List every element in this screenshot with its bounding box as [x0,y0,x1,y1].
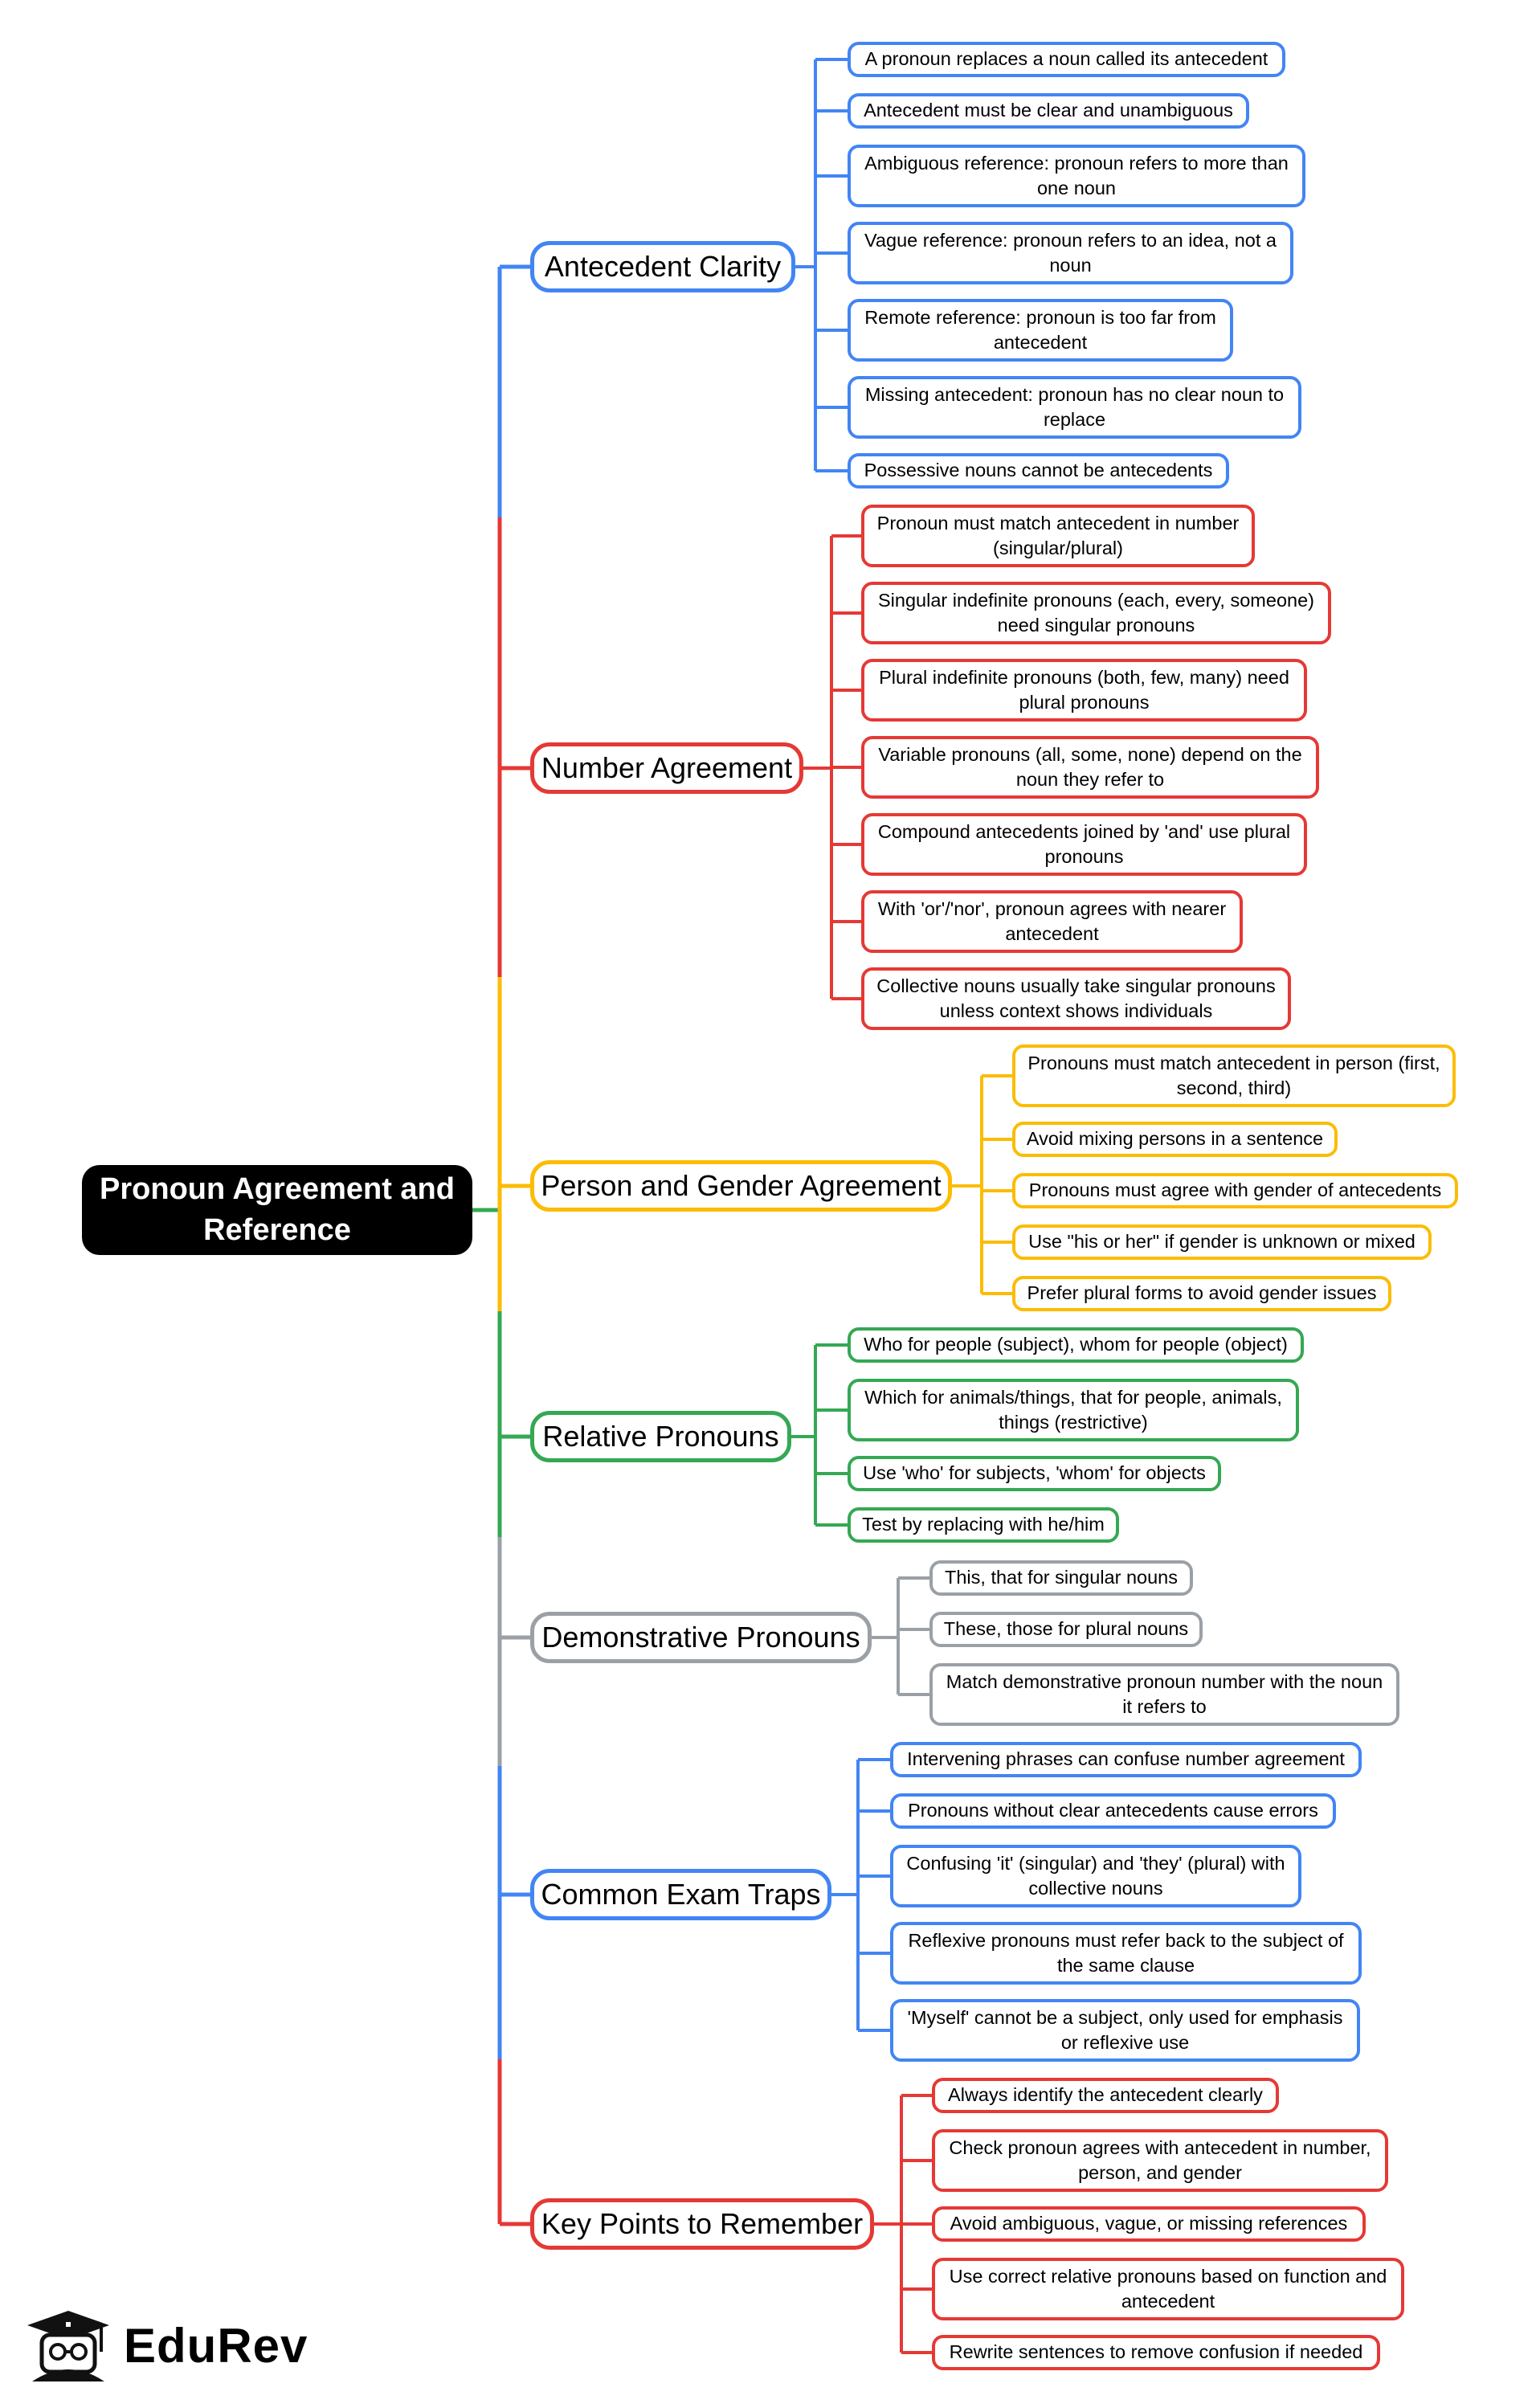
leaf-text: Always identify the antecedent clearly [948,2084,1263,2106]
leaf-node: Pronouns without clear antecedents cause… [890,1793,1336,1829]
leaf-text: Vague reference: pronoun refers to an id… [864,229,1277,276]
branch-label: Antecedent Clarity [544,250,782,283]
leaf-node: Who for people (subject), whom for peopl… [848,1327,1304,1363]
leaf-text: Check pronoun agrees with antecedent in … [949,2136,1371,2183]
leaf-node: Missing antecedent: pronoun has no clear… [848,376,1301,439]
leaf-node: Which for animals/things, that for peopl… [848,1379,1299,1441]
leaf-text: 'Myself' cannot be a subject, only used … [907,2006,1343,2053]
branch-antecedent-clarity: Antecedent Clarity [530,241,795,292]
leaf-node: Singular indefinite pronouns (each, ever… [861,582,1331,644]
leaf-text: With 'or'/'nor', pronoun agrees with nea… [877,897,1227,944]
leaf-node: Always identify the antecedent clearly [932,2078,1279,2113]
branch-key-points-to-remember: Key Points to Remember [530,2198,874,2250]
leaf-node: With 'or'/'nor', pronoun agrees with nea… [861,890,1243,953]
branch-demonstrative-pronouns: Demonstrative Pronouns [530,1612,872,1663]
root-title: Pronoun Agreement and Reference [100,1171,455,1247]
leaf-text: Prefer plural forms to avoid gender issu… [1027,1282,1377,1304]
leaf-text: Variable pronouns (all, some, none) depe… [878,743,1302,790]
leaf-text: Singular indefinite pronouns (each, ever… [878,589,1314,636]
leaf-node: Use 'who' for subjects, 'whom' for objec… [848,1456,1221,1491]
leaf-text: Rewrite sentences to remove confusion if… [949,2341,1363,2363]
leaf-node: 'Myself' cannot be a subject, only used … [890,1999,1360,2062]
edurev-logo: EduRev [24,2308,308,2384]
leaf-text: Match demonstrative pronoun number with … [946,1670,1383,1717]
leaf-node: Use correct relative pronouns based on f… [932,2258,1404,2320]
leaf-text: Reflexive pronouns must refer back to th… [908,1929,1344,1976]
leaf-node: Compound antecedents joined by 'and' use… [861,813,1307,876]
branch-label: Demonstrative Pronouns [541,1621,860,1654]
leaf-node: Use "his or her" if gender is unknown or… [1012,1224,1432,1260]
leaf-text: Pronouns must match antecedent in person… [1027,1052,1440,1098]
leaf-node: Prefer plural forms to avoid gender issu… [1012,1276,1391,1311]
leaf-node: Intervening phrases can confuse number a… [890,1742,1362,1777]
leaf-text: Use 'who' for subjects, 'whom' for objec… [863,1462,1206,1484]
branch-label: Relative Pronouns [542,1420,779,1453]
leaf-node: These, those for plural nouns [929,1612,1203,1647]
leaf-text: Avoid ambiguous, vague, or missing refer… [950,2213,1348,2234]
leaf-text: Pronouns without clear antecedents cause… [908,1800,1318,1821]
branch-label: Common Exam Traps [541,1878,821,1911]
leaf-text: Possessive nouns cannot be antecedents [864,460,1213,481]
leaf-text: Who for people (subject), whom for peopl… [864,1334,1288,1355]
leaf-node: Antecedent must be clear and unambiguous [848,93,1249,129]
leaf-node: Reflexive pronouns must refer back to th… [890,1922,1362,1985]
leaf-node: Confusing 'it' (singular) and 'they' (pl… [890,1845,1301,1907]
leaf-node: Test by replacing with he/him [848,1507,1119,1543]
root-node: Pronoun Agreement and Reference [82,1165,472,1255]
branch-label: Number Agreement [541,751,793,784]
leaf-node: Pronouns must match antecedent in person… [1012,1045,1456,1107]
leaf-text: Use "his or her" if gender is unknown or… [1028,1231,1415,1253]
leaf-node: Vague reference: pronoun refers to an id… [848,222,1293,284]
leaf-node: Remote reference: pronoun is too far fro… [848,299,1233,362]
leaf-text: Pronouns must agree with gender of antec… [1028,1179,1442,1201]
leaf-text: Intervening phrases can confuse number a… [907,1748,1345,1770]
leaf-text: Plural indefinite pronouns (both, few, m… [879,666,1289,713]
branch-number-agreement: Number Agreement [530,742,803,794]
leaf-node: Variable pronouns (all, some, none) depe… [861,736,1319,799]
leaf-node: Match demonstrative pronoun number with … [929,1663,1399,1726]
leaf-text: A pronoun replaces a noun called its ant… [864,48,1268,70]
leaf-node: Collective nouns usually take singular p… [861,967,1291,1030]
leaf-text: Use correct relative pronouns based on f… [949,2265,1387,2312]
leaf-text: These, those for plural nouns [943,1618,1189,1640]
leaf-text: Test by replacing with he/him [862,1514,1105,1535]
leaf-node: Pronouns must agree with gender of antec… [1012,1173,1458,1208]
branch-person-and-gender-agreement: Person and Gender Agreement [530,1160,952,1212]
leaf-text: Pronoun must match antecedent in number … [876,512,1240,558]
leaf-text: Missing antecedent: pronoun has no clear… [864,383,1285,430]
leaf-node: Pronoun must match antecedent in number … [861,505,1255,567]
leaf-node: Possessive nouns cannot be antecedents [848,453,1229,489]
branch-common-exam-traps: Common Exam Traps [530,1869,831,1920]
branch-relative-pronouns: Relative Pronouns [530,1411,791,1462]
leaf-text: This, that for singular nouns [945,1567,1178,1588]
leaf-node: A pronoun replaces a noun called its ant… [848,42,1285,77]
leaf-text: Ambiguous reference: pronoun refers to m… [864,152,1289,198]
logo-text: EduRev [124,2319,308,2373]
leaf-node: Plural indefinite pronouns (both, few, m… [861,659,1307,722]
leaf-node: Check pronoun agrees with antecedent in … [932,2129,1388,2192]
branch-label: Person and Gender Agreement [541,1169,942,1202]
graduation-cap-student-icon [27,2311,109,2381]
leaf-node: Ambiguous reference: pronoun refers to m… [848,145,1305,207]
leaf-text: Confusing 'it' (singular) and 'they' (pl… [906,1852,1285,1899]
leaf-node: Rewrite sentences to remove confusion if… [932,2335,1380,2370]
leaf-text: Avoid mixing persons in a sentence [1026,1128,1324,1150]
leaf-text: Antecedent must be clear and unambiguous [864,100,1233,121]
leaf-text: Collective nouns usually take singular p… [876,975,1276,1021]
leaf-node: Avoid mixing persons in a sentence [1012,1122,1338,1157]
leaf-text: Compound antecedents joined by 'and' use… [877,820,1291,867]
leaf-text: Which for animals/things, that for peopl… [864,1386,1282,1433]
branch-label: Key Points to Remember [541,2207,864,2240]
leaf-node: Avoid ambiguous, vague, or missing refer… [932,2206,1366,2242]
leaf-node: This, that for singular nouns [929,1560,1193,1596]
leaf-text: Remote reference: pronoun is too far fro… [864,306,1216,353]
